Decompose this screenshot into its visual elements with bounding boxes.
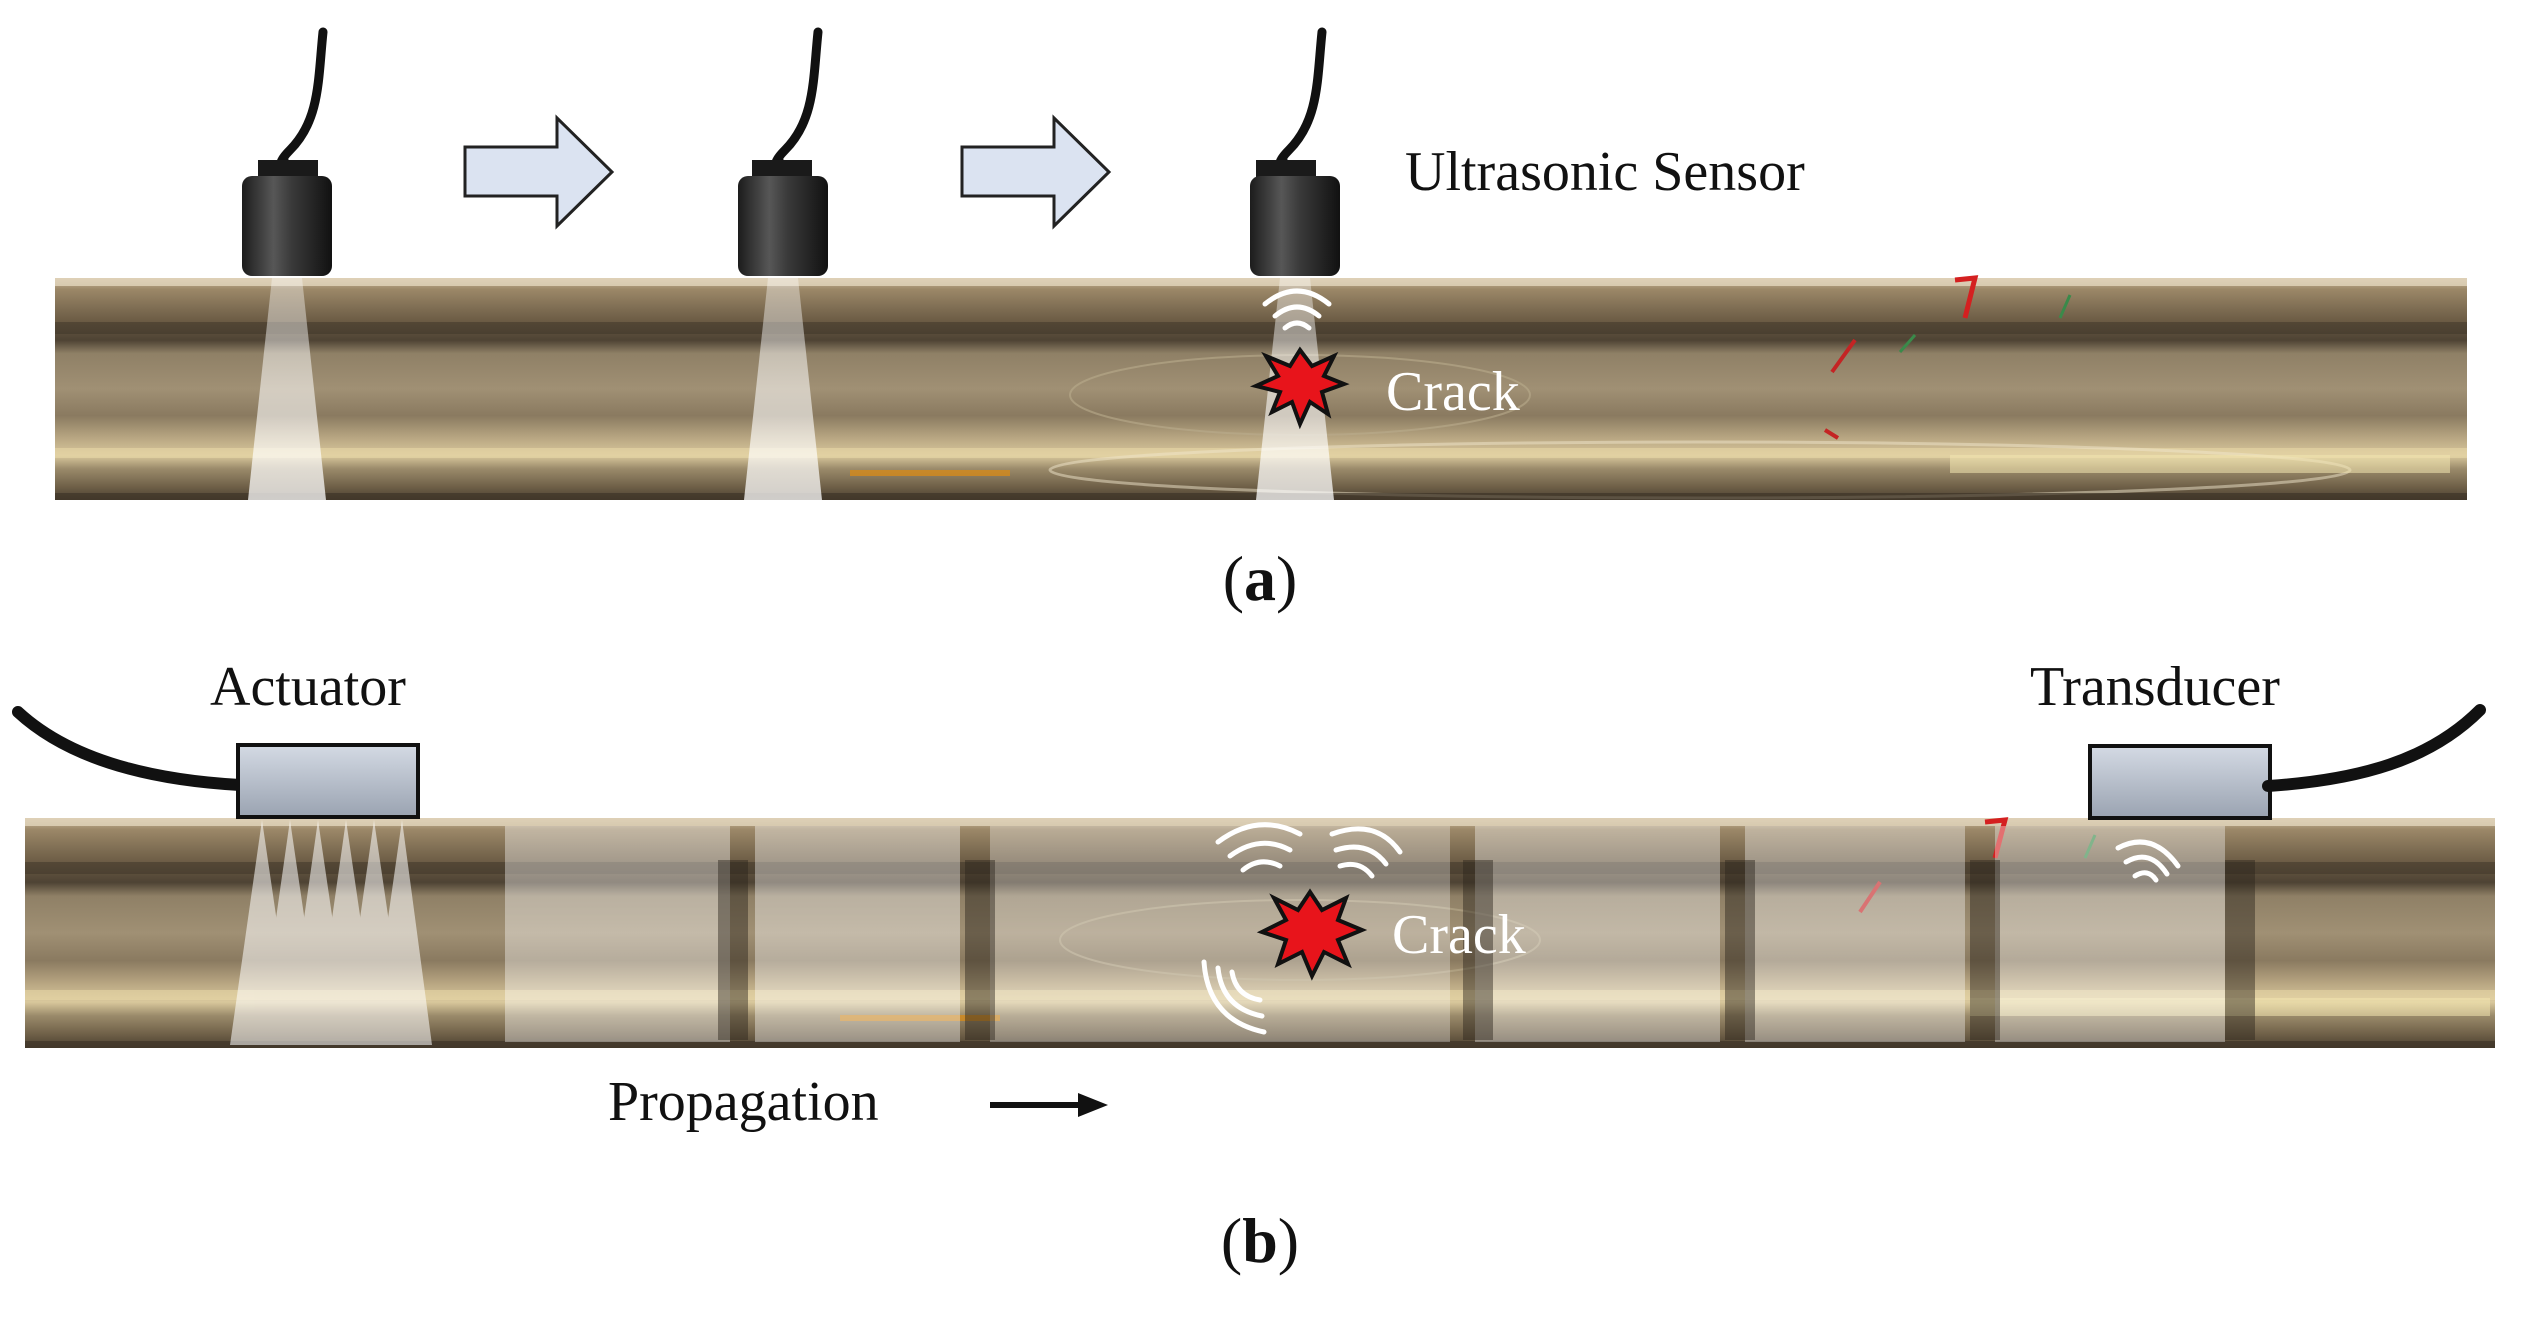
actuator-wave-beams (230, 820, 432, 1045)
transducer (2088, 704, 2486, 883)
propagation-arrow-icon (990, 1093, 1108, 1117)
crack-label-a: Crack (1386, 361, 1520, 423)
ultrasonic-sensor-2 (738, 27, 828, 500)
echo-wave-icon (1262, 288, 1332, 331)
panel-b: Actuator Transducer Crack Propagation (b… (12, 656, 2495, 1276)
ultrasonic-sensor-label: Ultrasonic Sensor (1405, 141, 1805, 203)
scatter-wave-icon (1201, 822, 1403, 1035)
caption-paren-close: ) (1276, 543, 1297, 614)
panel-a: Ultrasonic Sensor Crack (a) (55, 27, 2467, 614)
propagation-label: Propagation (608, 1071, 879, 1133)
ultrasonic-sensor-3 (1249, 27, 1350, 500)
transducer-label: Transducer (2030, 656, 2280, 718)
rail-b (25, 817, 2495, 1048)
caption-letter-b: b (1242, 1205, 1278, 1276)
panel-a-caption: (a) (1223, 543, 1298, 614)
panel-b-caption: (b) (1221, 1205, 1299, 1276)
crack-group-b (1201, 822, 1403, 1035)
wave-propagation-bands (505, 826, 2255, 1042)
actuator-label: Actuator (210, 656, 406, 718)
arrow-right-icon (960, 114, 1112, 230)
arrow-right-icon (463, 114, 615, 230)
received-wave-icon (2115, 839, 2181, 883)
crack-icon (1249, 346, 1350, 430)
actuator (12, 706, 432, 1045)
caption-paren-open: ( (1221, 1205, 1242, 1276)
ultrasonic-beam-1 (248, 278, 326, 500)
caption-paren-open: ( (1223, 543, 1244, 614)
ultrasonic-sensor-1 (242, 27, 332, 500)
crack-label-b: Crack (1392, 904, 1526, 966)
crack-icon (1256, 888, 1368, 981)
caption-letter-a: a (1244, 543, 1276, 614)
caption-paren-close: ) (1278, 1205, 1299, 1276)
ultrasonic-beam-2 (744, 278, 822, 500)
